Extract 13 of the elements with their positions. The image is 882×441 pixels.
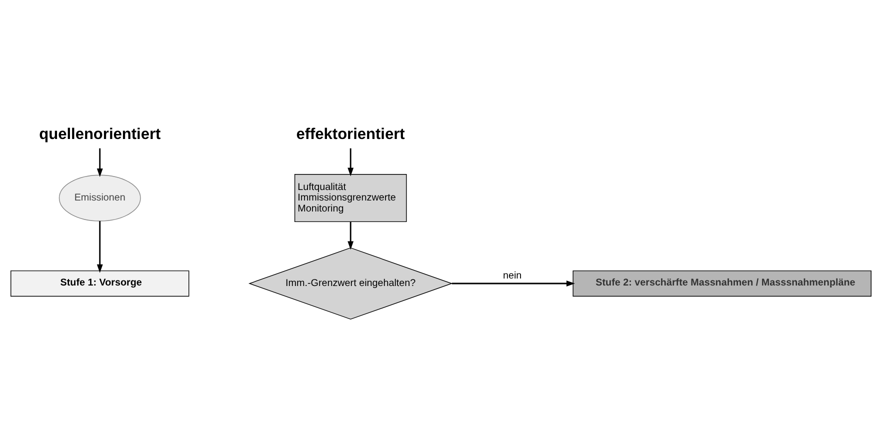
arrow: [96, 148, 103, 177]
node-text: effektorientiert: [296, 125, 405, 142]
arrow: [96, 220, 103, 272]
node-diamond: Imm.-Grenzwert eingehalten?: [248, 246, 453, 320]
arrow: [452, 280, 575, 286]
node-ellipse: Emissionen: [58, 174, 141, 221]
node-box: Stufe 1: Vorsorge: [10, 270, 190, 296]
node-text: quellenorientiert: [39, 125, 161, 142]
arrow: [348, 221, 354, 250]
arrow: [348, 148, 354, 176]
node-box: Luftqualität Immissionsgrenzwerte Monitoring: [294, 174, 407, 222]
edge-label: nein: [503, 270, 522, 282]
node-box: Stufe 2: verschärfte Massnahmen / Masssnahmenpläne: [572, 270, 872, 296]
